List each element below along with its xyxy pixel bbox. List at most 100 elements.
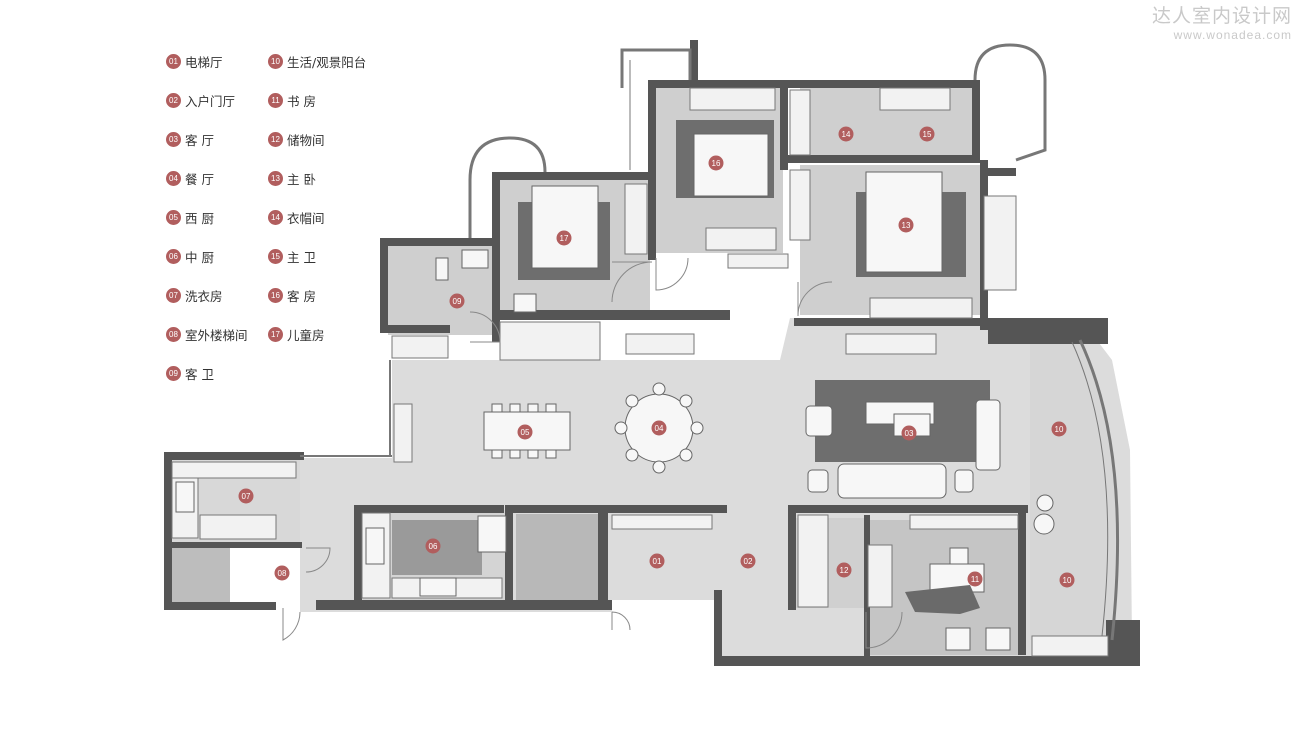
room-marker: 03: [901, 425, 917, 441]
legend-badge: 14: [268, 209, 283, 225]
bench: [393, 403, 413, 463]
wall: [648, 80, 656, 260]
legend-badge: 06: [166, 248, 181, 264]
watermark: 达人室内设计网 www.wonadea.com: [1152, 4, 1292, 42]
sofa-side: [975, 399, 1001, 471]
wall: [164, 452, 172, 610]
wall: [864, 515, 870, 657]
room-markers: 01 02 03 04 05 06 07 08 09 10 10 11 12 1…: [238, 126, 1075, 588]
legend-badge: 08: [166, 326, 181, 342]
legend-badge: 02: [166, 92, 181, 108]
room-marker-label: 10: [1055, 425, 1064, 434]
wall: [164, 452, 304, 460]
legend-label: 室外楼梯间: [185, 327, 248, 343]
wall: [354, 505, 362, 610]
room-marker: 10: [1059, 572, 1075, 588]
sofa: [837, 463, 947, 499]
dining-chair: [625, 448, 639, 462]
wall: [980, 168, 1016, 176]
door-swing: [282, 608, 301, 641]
study-cabinet: [909, 514, 1019, 530]
legend-label: 生活/观景阳台: [287, 54, 367, 70]
buffet-cabinet: [625, 333, 695, 355]
door-swing: [611, 611, 631, 631]
wall: [988, 318, 1108, 344]
wall: [788, 80, 978, 88]
dining-chair: [679, 394, 693, 408]
master-bath-bay: [973, 43, 1047, 162]
toilet: [435, 257, 449, 281]
lounge-chair: [945, 627, 971, 651]
dining-chair: [652, 460, 666, 474]
room-marker-dot: [838, 126, 854, 142]
room-marker: 10: [1051, 421, 1067, 437]
room-marker: 12: [836, 562, 852, 578]
room-marker-label: 06: [429, 542, 438, 551]
legend-label: 儿童房: [287, 327, 325, 343]
room-marker-label: 02: [744, 557, 753, 566]
kitchen-table: [477, 515, 507, 553]
room-marker-label: 13: [902, 221, 911, 230]
wall: [788, 505, 1028, 513]
legend-label: 衣帽间: [287, 210, 325, 226]
wall: [164, 542, 302, 548]
kitchen-counter: [171, 461, 297, 479]
legend-label: 储物间: [287, 132, 325, 148]
balcony-outline: [300, 43, 1120, 641]
sink: [461, 249, 489, 269]
washer: [175, 481, 195, 513]
wall: [164, 602, 276, 610]
kids-bay-window: [468, 136, 547, 238]
wall: [714, 590, 722, 664]
room-marker-label: 15: [923, 130, 932, 139]
entry-cabinet: [611, 514, 713, 530]
room-marker: 09: [449, 293, 465, 309]
wardrobe: [705, 227, 777, 251]
dining-chair: [545, 403, 557, 413]
dining-chair: [509, 449, 521, 459]
room-marker: 13: [898, 217, 914, 233]
room-marker: 04: [651, 420, 667, 436]
guest-bed: [693, 133, 769, 197]
legend-label: 中 厨: [185, 249, 214, 265]
dining-chair: [679, 448, 693, 462]
wall: [780, 80, 788, 170]
wardrobe: [499, 321, 601, 361]
dining-chair: [509, 403, 521, 413]
legend-label: 西 厨: [185, 210, 214, 226]
room-marker-label: 08: [278, 569, 287, 578]
dining-chair: [527, 449, 539, 459]
wall: [794, 318, 984, 326]
side-table: [807, 469, 829, 493]
room-marker-dot: [919, 126, 935, 142]
legend-badge: 16: [268, 287, 283, 303]
legend-label: 主 卫: [287, 249, 316, 265]
door-swing: [469, 311, 501, 343]
room-marker-label: 01: [653, 557, 662, 566]
dining-chairs: [491, 382, 704, 474]
room-marker-label: 12: [840, 566, 849, 575]
legend-label: 电梯厅: [185, 54, 223, 70]
elevator-shaft: [516, 514, 598, 600]
chair: [949, 547, 969, 565]
door-swing: [655, 257, 689, 291]
legend-label: 客 厅: [185, 132, 214, 148]
watermark-url: www.wonadea.com: [1173, 28, 1292, 42]
room-marker: 05: [517, 424, 533, 440]
room-marker: 15: [919, 126, 935, 142]
room-marker: 16: [708, 155, 724, 171]
wall: [690, 40, 698, 88]
room-marker-label: 17: [560, 234, 569, 243]
legend-badge: 05: [166, 209, 181, 225]
balcony-floor: [1030, 340, 1116, 640]
room-marker-dot: [274, 565, 290, 581]
bay-window: [983, 195, 1017, 291]
legend-label: 入户门厅: [185, 93, 236, 109]
room-marker-dot: [556, 230, 572, 246]
legend-label: 书 房: [287, 93, 316, 109]
room-marker-dot: [898, 217, 914, 233]
